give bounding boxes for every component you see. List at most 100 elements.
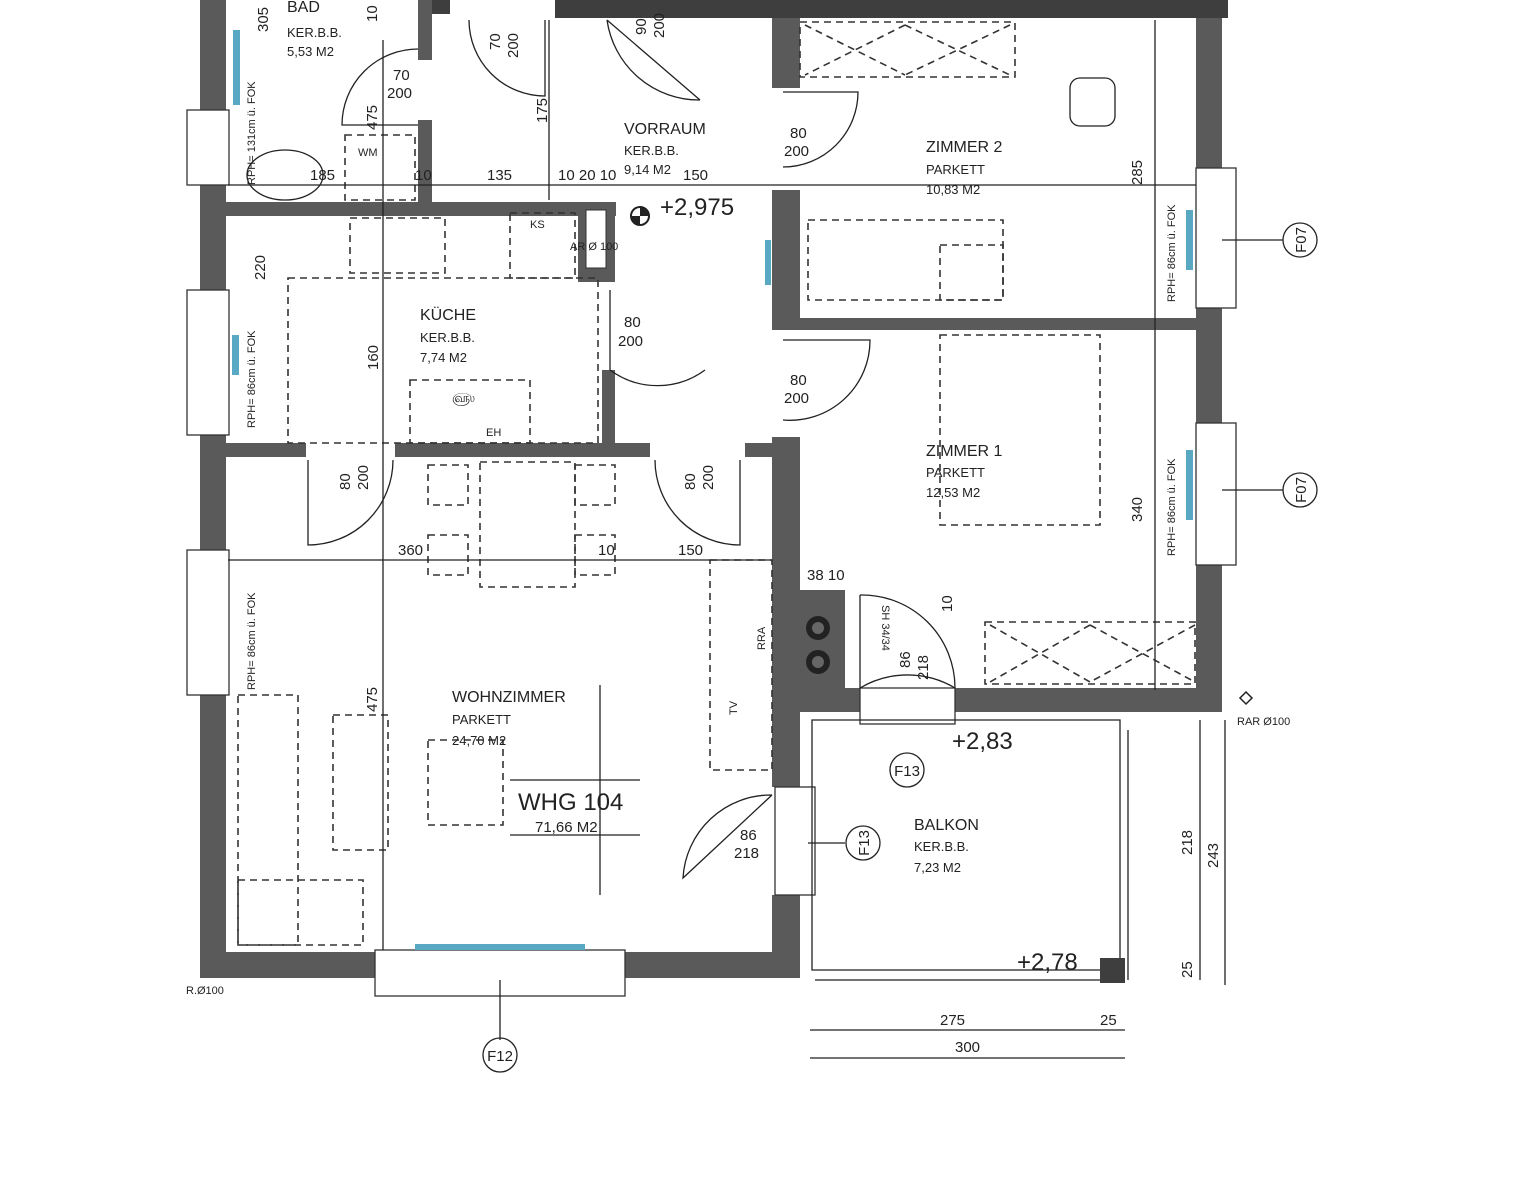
svg-text:KER.B.B.: KER.B.B.	[287, 25, 342, 40]
svg-text:7,74 M2: 7,74 M2	[420, 350, 467, 365]
svg-text:ZIMMER 2: ZIMMER 2	[926, 139, 1003, 156]
fixture-labels: WM KS AR Ø 100 EH RRA TV RAR Ø100 R.Ø100…	[186, 147, 1290, 997]
svg-text:218: 218	[1179, 830, 1196, 855]
svg-text:200: 200	[700, 465, 717, 490]
svg-text:WM: WM	[358, 147, 378, 159]
svg-text:AR Ø 100: AR Ø 100	[570, 241, 618, 253]
window-note: RPH= 131cm ü. FOK	[246, 81, 258, 185]
svg-text:VORRAUM: VORRAUM	[624, 121, 706, 138]
svg-text:300: 300	[955, 1039, 980, 1056]
room-bad: BAD KER.B.B. 5,53 M2	[287, 0, 342, 59]
svg-text:SH 34/34: SH 34/34	[879, 605, 891, 651]
dimension-lines	[228, 20, 1283, 1059]
svg-text:10 20 10: 10 20 10	[558, 167, 616, 184]
svg-text:25: 25	[1179, 961, 1196, 978]
window-note: RPH= 86cm ü. FOK	[246, 330, 258, 428]
svg-text:86: 86	[897, 651, 914, 668]
room-zimmer-2: ZIMMER 2 PARKETT 10,83 M2	[926, 139, 1003, 197]
svg-text:10: 10	[598, 542, 615, 559]
svg-text:80: 80	[624, 314, 641, 331]
svg-text:71,66 M2: 71,66 M2	[535, 819, 598, 836]
svg-text:475: 475	[364, 105, 381, 130]
svg-text:70: 70	[393, 67, 410, 84]
svg-text:10: 10	[415, 167, 432, 184]
svg-text:305: 305	[255, 7, 272, 32]
svg-text:200: 200	[784, 143, 809, 160]
svg-text:38 10: 38 10	[807, 567, 845, 584]
walls	[200, 0, 1222, 978]
svg-text:200: 200	[387, 85, 412, 102]
svg-text:150: 150	[683, 167, 708, 184]
svg-text:218: 218	[915, 655, 932, 680]
level-balcony: +2,78	[1017, 949, 1078, 976]
svg-text:WOHNZIMMER: WOHNZIMMER	[452, 689, 566, 706]
drain-icon	[1238, 690, 1254, 706]
svg-text:௵: ௵	[452, 390, 475, 406]
level-vorraum: +2,975	[660, 194, 734, 221]
svg-text:9,14 M2: 9,14 M2	[624, 162, 671, 177]
level-marker-icon	[630, 206, 650, 226]
svg-text:BALKON: BALKON	[914, 817, 979, 834]
window-note: RPH= 86cm ü. FOK	[1166, 204, 1178, 302]
svg-text:80: 80	[682, 473, 699, 490]
svg-text:360: 360	[398, 542, 423, 559]
svg-text:EH: EH	[486, 427, 501, 439]
kitchen-hob-icon: ௵	[452, 390, 475, 406]
svg-text:5,53 M2: 5,53 M2	[287, 44, 334, 59]
svg-text:200: 200	[505, 33, 522, 58]
svg-text:12,53 M2: 12,53 M2	[926, 485, 980, 500]
svg-text:200: 200	[651, 13, 668, 38]
window-tag-f12: F12	[487, 1048, 513, 1065]
window-tag-f13-a: F13	[894, 763, 920, 780]
svg-text:285: 285	[1129, 160, 1146, 185]
svg-text:ZIMMER 1: ZIMMER 1	[926, 443, 1003, 460]
room-zimmer-1: ZIMMER 1 PARKETT 12,53 M2	[926, 443, 1003, 500]
svg-text:PARKETT: PARKETT	[926, 162, 985, 177]
window-tag-f07-a: F07	[1293, 227, 1310, 253]
svg-text:KS: KS	[530, 219, 545, 231]
dimension-labels: 305 10 185 10 135 10 20 10 150 175 475 2…	[252, 5, 1222, 1056]
svg-text:135: 135	[487, 167, 512, 184]
svg-text:160: 160	[365, 345, 382, 370]
svg-text:175: 175	[534, 98, 551, 123]
svg-text:70: 70	[487, 33, 504, 50]
svg-text:BAD: BAD	[287, 0, 320, 16]
svg-text:KÜCHE: KÜCHE	[420, 306, 476, 324]
svg-text:200: 200	[618, 333, 643, 350]
svg-text:RRA: RRA	[756, 626, 768, 650]
svg-text:243: 243	[1205, 843, 1222, 868]
svg-text:KER.B.B.: KER.B.B.	[420, 330, 475, 345]
svg-text:86: 86	[740, 827, 757, 844]
window-tags	[482, 222, 1318, 1073]
svg-text:25: 25	[1100, 1012, 1117, 1029]
door-swings	[307, 19, 956, 880]
svg-text:275: 275	[940, 1012, 965, 1029]
top-wall	[555, 0, 1228, 18]
svg-text:KER.B.B.: KER.B.B.	[624, 143, 679, 158]
svg-text:24,70 M2: 24,70 M2	[452, 733, 506, 748]
apartment-label: WHG 104 71,66 M2	[518, 789, 623, 836]
svg-text:80: 80	[790, 372, 807, 389]
room-balkon: BALKON KER.B.B. 7,23 M2	[914, 817, 979, 875]
svg-text:340: 340	[1129, 497, 1146, 522]
room-wohnzimmer: WOHNZIMMER PARKETT 24,70 M2	[452, 689, 566, 748]
furniture	[237, 21, 1196, 946]
svg-text:185: 185	[310, 167, 335, 184]
svg-text:90: 90	[633, 18, 650, 35]
svg-text:218: 218	[734, 845, 759, 862]
svg-text:TV: TV	[728, 700, 740, 715]
level-balcony-door: +2,83	[952, 728, 1013, 755]
svg-text:KER.B.B.: KER.B.B.	[914, 839, 969, 854]
svg-text:200: 200	[784, 390, 809, 407]
svg-text:220: 220	[252, 255, 269, 280]
svg-text:PARKETT: PARKETT	[452, 712, 511, 727]
svg-text:475: 475	[364, 687, 381, 712]
svg-text:80: 80	[337, 473, 354, 490]
svg-text:80: 80	[790, 125, 807, 142]
room-kueche: KÜCHE KER.B.B. 7,74 M2	[420, 306, 476, 365]
svg-text:R.Ø100: R.Ø100	[186, 985, 224, 997]
svg-text:200: 200	[355, 465, 372, 490]
svg-text:150: 150	[678, 542, 703, 559]
